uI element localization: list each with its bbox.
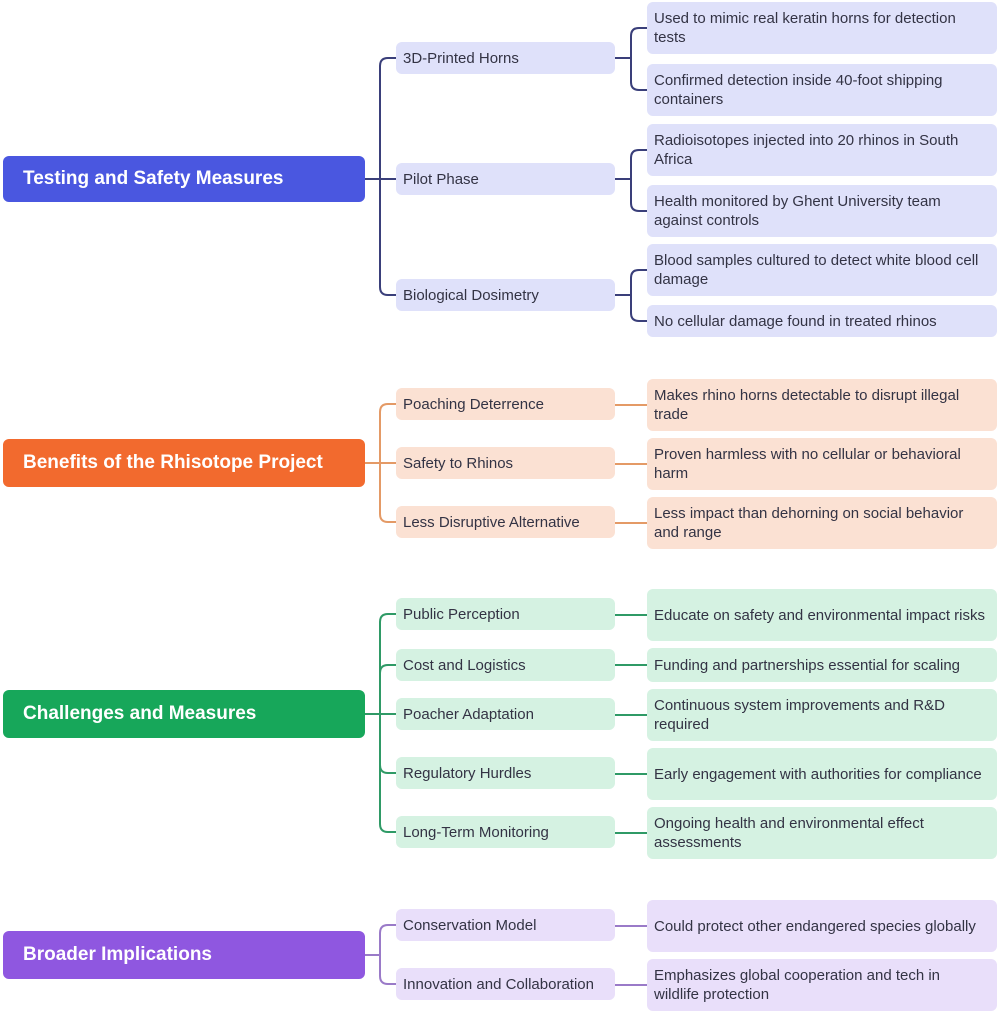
detail-safety-to-rhinos-1-label: Proven harmless with no cellular or beha… — [654, 446, 961, 482]
connector-broader-implications-branch-2 — [379, 955, 396, 985]
connector-3d-printed-horns-branch-1 — [630, 27, 647, 58]
connector-challenges-and-measures-branch-4 — [379, 714, 396, 774]
detail-3d-printed-horns-2: Confirmed detection inside 40-foot shipp… — [647, 64, 997, 116]
detail-poacher-adaptation-1: Continuous system improvements and R&D r… — [647, 689, 997, 741]
detail-long-term-monitoring-1: Ongoing health and environmental effect … — [647, 807, 997, 859]
connector-poacher-adaptation — [614, 714, 647, 716]
topic-benefits-of-the-rhisotope-project[interactable]: Benefits of the Rhisotope Project — [3, 439, 365, 487]
detail-poacher-adaptation-1-label: Continuous system improvements and R&D r… — [654, 697, 945, 733]
subtopic-safety-to-rhinos-label: Safety to Rhinos — [403, 454, 514, 472]
detail-long-term-monitoring-1-label: Ongoing health and environmental effect … — [654, 815, 924, 851]
connector-safety-to-rhinos — [614, 463, 647, 465]
detail-3d-printed-horns-2-label: Confirmed detection inside 40-foot shipp… — [654, 72, 943, 108]
detail-biological-dosimetry-1-label: Blood samples cultured to detect white b… — [654, 252, 979, 288]
detail-conservation-model-1-label: Could protect other endangered species g… — [654, 917, 976, 935]
subtopic-public-perception-label: Public Perception — [403, 605, 520, 623]
detail-poaching-deterrence-1: Makes rhino horns detectable to disrupt … — [647, 379, 997, 431]
connector-public-perception — [614, 614, 647, 616]
detail-pilot-phase-1-label: Radioisotopes injected into 20 rhinos in… — [654, 132, 959, 168]
subtopic-conservation-model[interactable]: Conservation Model — [396, 909, 615, 941]
connector-benefits-of-the-rhisotope-project-branch-1 — [379, 403, 396, 463]
detail-regulatory-hurdles-1: Early engagement with authorities for co… — [647, 748, 997, 800]
subtopic-poaching-deterrence[interactable]: Poaching Deterrence — [396, 388, 615, 420]
connector-poaching-deterrence — [614, 404, 647, 406]
detail-public-perception-1: Educate on safety and environmental impa… — [647, 589, 997, 641]
detail-public-perception-1-label: Educate on safety and environmental impa… — [654, 606, 986, 624]
connector-biological-dosimetry-branch-2 — [630, 295, 647, 322]
connector-innovation-and-collaboration — [614, 984, 647, 986]
connector-biological-dosimetry-branch-1 — [630, 269, 647, 295]
subtopic-poacher-adaptation[interactable]: Poacher Adaptation — [396, 698, 615, 730]
connector-pilot-phase-branch-1 — [630, 149, 647, 179]
detail-pilot-phase-2-label: Health monitored by Ghent University tea… — [654, 193, 941, 229]
subtopic-regulatory-hurdles[interactable]: Regulatory Hurdles — [396, 757, 615, 789]
connector-broader-implications-branch-1 — [379, 924, 396, 955]
subtopic-poacher-adaptation-label: Poacher Adaptation — [403, 705, 534, 723]
connector-challenges-and-measures-branch-2 — [379, 664, 396, 714]
detail-less-disruptive-alternative-1: Less impact than dehorning on social beh… — [647, 497, 997, 549]
detail-biological-dosimetry-1: Blood samples cultured to detect white b… — [647, 244, 997, 296]
subtopic-safety-to-rhinos[interactable]: Safety to Rhinos — [396, 447, 615, 479]
connector-long-term-monitoring — [614, 832, 647, 834]
subtopic-less-disruptive-alternative-label: Less Disruptive Alternative — [403, 513, 580, 531]
subtopic-cost-and-logistics[interactable]: Cost and Logistics — [396, 649, 615, 681]
connector-testing-and-safety-measures-branch-3 — [379, 179, 396, 296]
connector-testing-and-safety-measures-branch-1 — [379, 57, 396, 179]
detail-biological-dosimetry-2-label: No cellular damage found in treated rhin… — [654, 312, 937, 330]
subtopic-biological-dosimetry[interactable]: Biological Dosimetry — [396, 279, 615, 311]
connector-pilot-phase-branch-2 — [630, 179, 647, 212]
connector-regulatory-hurdles — [614, 773, 647, 775]
subtopic-pilot-phase-label: Pilot Phase — [403, 170, 479, 188]
connector-less-disruptive-alternative — [614, 522, 647, 524]
topic-challenges-and-measures[interactable]: Challenges and Measures — [3, 690, 365, 738]
detail-poaching-deterrence-1-label: Makes rhino horns detectable to disrupt … — [654, 387, 960, 423]
subtopic-pilot-phase[interactable]: Pilot Phase — [396, 163, 615, 195]
subtopic-public-perception[interactable]: Public Perception — [396, 598, 615, 630]
detail-less-disruptive-alternative-1-label: Less impact than dehorning on social beh… — [654, 505, 964, 541]
subtopic-long-term-monitoring-label: Long-Term Monitoring — [403, 823, 549, 841]
connector-challenges-and-measures-branch-1 — [379, 613, 396, 714]
subtopic-conservation-model-label: Conservation Model — [403, 916, 537, 934]
subtopic-cost-and-logistics-label: Cost and Logistics — [403, 656, 526, 674]
subtopic-less-disruptive-alternative[interactable]: Less Disruptive Alternative — [396, 506, 615, 538]
detail-conservation-model-1: Could protect other endangered species g… — [647, 900, 997, 952]
subtopic-poaching-deterrence-label: Poaching Deterrence — [403, 395, 544, 413]
subtopic-biological-dosimetry-label: Biological Dosimetry — [403, 286, 539, 304]
detail-regulatory-hurdles-1-label: Early engagement with authorities for co… — [654, 765, 982, 783]
topic-testing-and-safety-measures[interactable]: Testing and Safety Measures — [3, 156, 365, 202]
detail-innovation-and-collaboration-1: Emphasizes global cooperation and tech i… — [647, 959, 997, 1011]
topic-broader-implications[interactable]: Broader Implications — [3, 931, 365, 979]
subtopic-long-term-monitoring[interactable]: Long-Term Monitoring — [396, 816, 615, 848]
detail-pilot-phase-1: Radioisotopes injected into 20 rhinos in… — [647, 124, 997, 176]
topic-broader-implications-label: Broader Implications — [23, 944, 212, 965]
connector-challenges-and-measures-branch-5 — [379, 714, 396, 833]
topic-testing-and-safety-measures-label: Testing and Safety Measures — [23, 168, 284, 189]
connector-benefits-of-the-rhisotope-project-branch-3 — [379, 463, 396, 523]
connector-conservation-model — [614, 925, 647, 927]
subtopic-innovation-and-collaboration-label: Innovation and Collaboration — [403, 975, 594, 993]
topic-benefits-of-the-rhisotope-project-label: Benefits of the Rhisotope Project — [23, 452, 323, 473]
detail-3d-printed-horns-1-label: Used to mimic real keratin horns for det… — [654, 10, 956, 46]
subtopic-innovation-and-collaboration[interactable]: Innovation and Collaboration — [396, 968, 615, 1000]
subtopic-3d-printed-horns[interactable]: 3D-Printed Horns — [396, 42, 615, 74]
detail-biological-dosimetry-2: No cellular damage found in treated rhin… — [647, 305, 997, 337]
detail-3d-printed-horns-1: Used to mimic real keratin horns for det… — [647, 2, 997, 54]
subtopic-3d-printed-horns-label: 3D-Printed Horns — [403, 49, 519, 67]
connector-3d-printed-horns-branch-2 — [630, 58, 647, 91]
topic-challenges-and-measures-label: Challenges and Measures — [23, 703, 257, 724]
subtopic-regulatory-hurdles-label: Regulatory Hurdles — [403, 764, 532, 782]
detail-innovation-and-collaboration-1-label: Emphasizes global cooperation and tech i… — [654, 967, 941, 1003]
detail-cost-and-logistics-1-label: Funding and partnerships essential for s… — [654, 656, 961, 674]
detail-safety-to-rhinos-1: Proven harmless with no cellular or beha… — [647, 438, 997, 490]
detail-cost-and-logistics-1: Funding and partnerships essential for s… — [647, 648, 997, 682]
detail-pilot-phase-2: Health monitored by Ghent University tea… — [647, 185, 997, 237]
